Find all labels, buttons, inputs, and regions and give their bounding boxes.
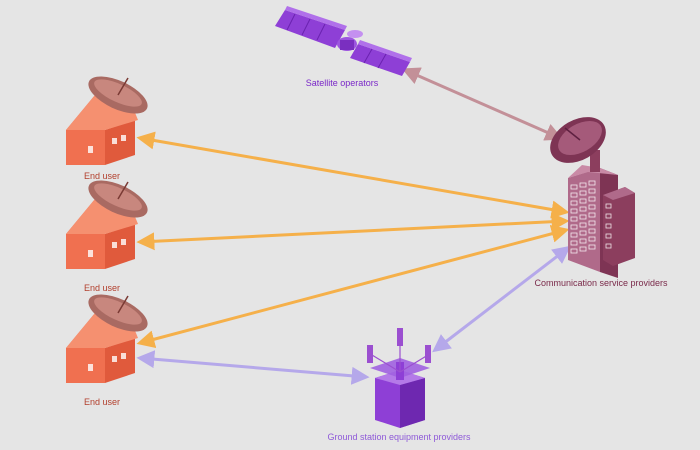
connector-enduser3-groundstation	[136, 350, 370, 385]
end-user-3-label: End user	[83, 397, 121, 407]
satellite-icon	[275, 6, 412, 76]
house-dish-icon	[66, 180, 148, 269]
end-user-1-label: End user	[83, 171, 121, 181]
end-user-3-house	[66, 294, 148, 383]
connector-enduser3-provider	[136, 224, 570, 349]
end-user-2-house	[66, 180, 148, 269]
building-dish-icon	[550, 117, 635, 278]
connector-enduser1-provider	[136, 131, 570, 219]
antenna-tower-icon	[367, 328, 431, 428]
connector-groundstation-provider	[432, 245, 571, 353]
end-user-2-label: End user	[83, 283, 121, 293]
house-dish-icon	[66, 76, 148, 165]
ground-station-label: Ground station equipment providers	[327, 432, 471, 442]
provider-label: Communication service providers	[534, 278, 668, 288]
satellite-label: Satellite operators	[305, 78, 379, 88]
connections	[136, 67, 571, 385]
connector-enduser2-provider	[136, 212, 570, 251]
connector-satellite-provider	[401, 67, 564, 141]
house-dish-icon	[66, 294, 148, 383]
end-user-1-house	[66, 76, 148, 165]
